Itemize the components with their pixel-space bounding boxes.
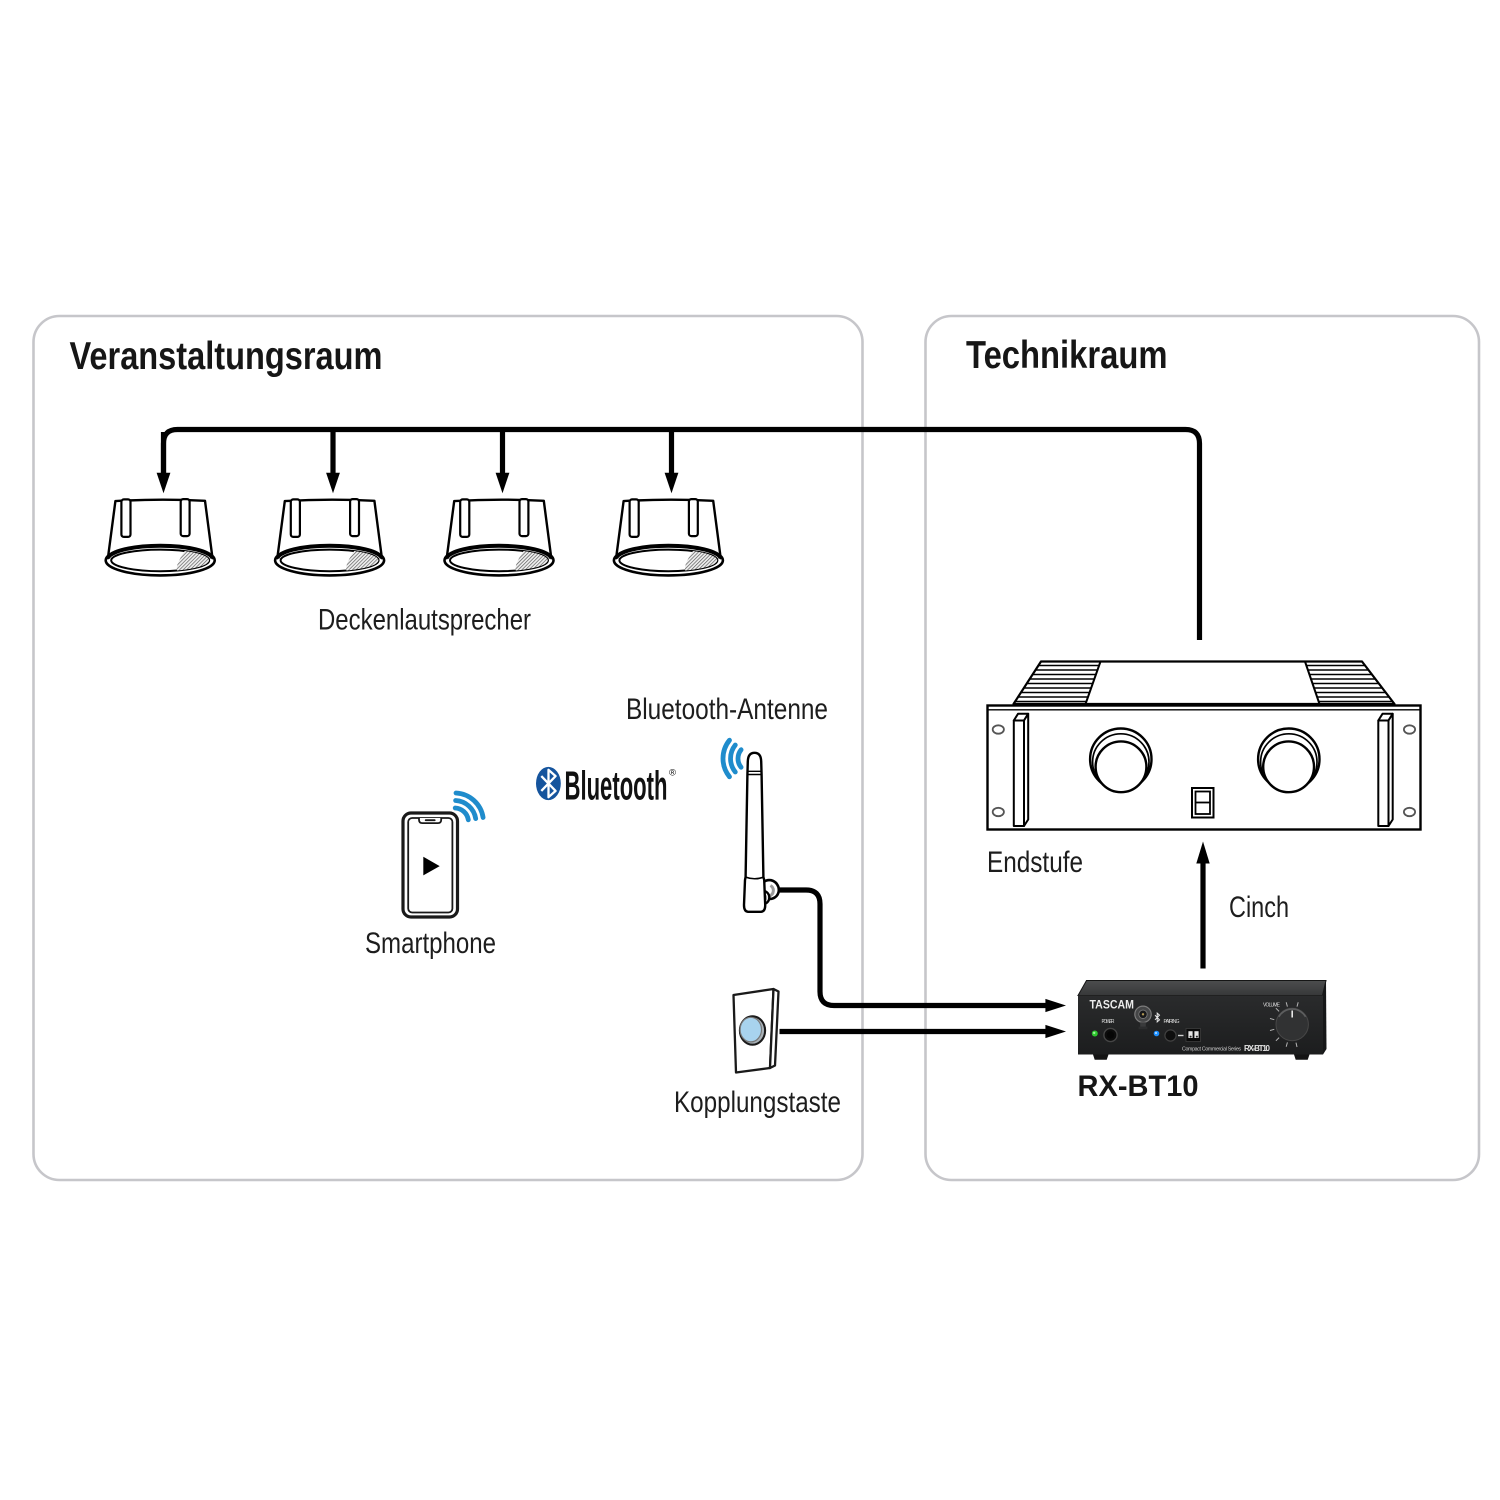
svg-text:Endstufe: Endstufe: [987, 846, 1083, 879]
svg-text:Deckenlautsprecher: Deckenlautsprecher: [318, 604, 531, 637]
svg-text:Smartphone: Smartphone: [365, 927, 496, 960]
svg-text:Bluetooth-Antenne: Bluetooth-Antenne: [626, 693, 828, 726]
svg-text:TASCAM: TASCAM: [1090, 1000, 1135, 1012]
svg-text:VOLUME: VOLUME: [1263, 1003, 1281, 1009]
svg-text:RX-BT10: RX-BT10: [1244, 1044, 1271, 1053]
svg-text:Compact Commercial Series: Compact Commercial Series: [1182, 1047, 1241, 1053]
svg-text:®: ®: [669, 768, 676, 779]
svg-text:Kopplungstaste: Kopplungstaste: [674, 1086, 841, 1119]
svg-text:POWER: POWER: [1102, 1019, 1115, 1025]
svg-text:Technikraum: Technikraum: [966, 334, 1168, 377]
svg-text:Bluetooth: Bluetooth: [565, 763, 668, 809]
svg-text:RX-BT10: RX-BT10: [1078, 1070, 1199, 1103]
svg-text:PAIRING: PAIRING: [1164, 1019, 1180, 1025]
svg-text:Cinch: Cinch: [1229, 891, 1289, 924]
svg-text:Veranstaltungsraum: Veranstaltungsraum: [70, 335, 383, 378]
